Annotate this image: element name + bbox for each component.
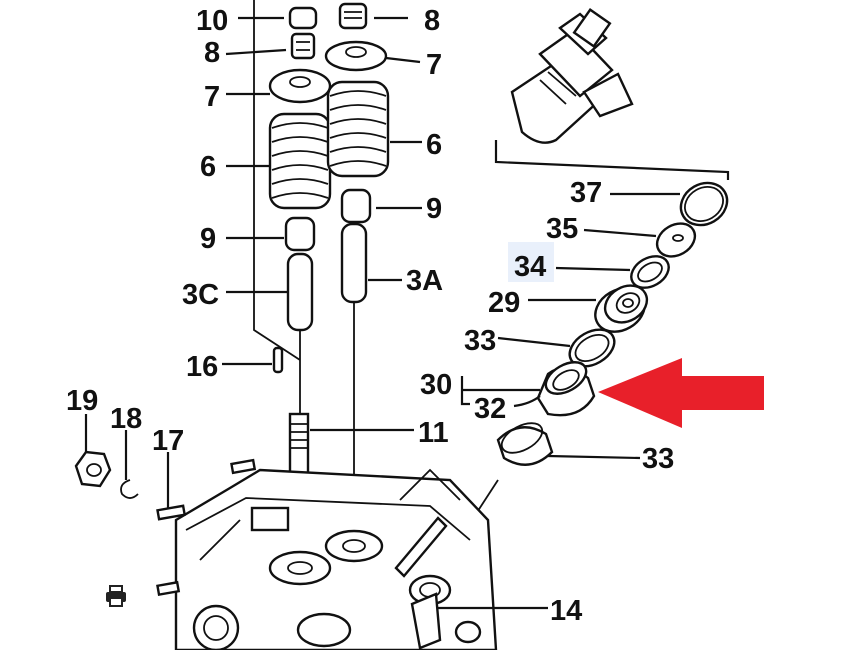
label-8-right: 8	[424, 5, 440, 37]
label-33-upper: 33	[464, 325, 496, 357]
label-3c: 3C	[182, 279, 219, 311]
ring-33-upper	[568, 328, 616, 368]
label-14: 14	[550, 595, 582, 627]
label-17: 17	[152, 425, 184, 457]
injector-bracket	[494, 140, 730, 180]
keeper-8-left	[290, 32, 316, 60]
injector-part	[510, 7, 634, 144]
label-7-right: 7	[426, 49, 442, 81]
leader-lines	[84, 16, 680, 610]
valve-seal-9-right	[340, 188, 372, 224]
valve-spring-6-right	[326, 80, 390, 178]
label-16: 16	[186, 351, 218, 383]
label-33-lower: 33	[642, 443, 674, 475]
ring-33-lower	[496, 422, 554, 466]
label-29: 29	[488, 287, 520, 319]
pin-16	[272, 346, 284, 374]
label-19: 19	[66, 385, 98, 417]
studs-17	[156, 458, 257, 597]
label-34: 34	[514, 251, 546, 283]
label-10: 10	[196, 5, 228, 37]
valve-guide-3c	[286, 252, 314, 332]
label-9-left: 9	[200, 223, 216, 255]
printer-icon[interactable]	[106, 585, 126, 607]
label-11: 11	[418, 417, 449, 449]
label-3a: 3A	[406, 265, 443, 297]
valve-guide-3a	[340, 222, 368, 304]
spring-retainer-7-left	[268, 68, 332, 104]
label-35: 35	[546, 213, 578, 245]
valve-cap-10	[288, 6, 318, 30]
valve-spring-6-left	[268, 112, 332, 210]
label-37: 37	[570, 177, 602, 209]
label-30: 30	[420, 369, 452, 401]
lock-washer-18	[120, 479, 139, 499]
label-18: 18	[110, 403, 142, 435]
cylinder-head	[174, 468, 498, 650]
valve-cap-8-right	[338, 2, 368, 30]
valve-seal-9-left	[284, 216, 316, 252]
bearing-29	[594, 284, 649, 333]
label-7-left: 7	[204, 81, 220, 113]
nut-19	[74, 450, 112, 488]
label-6-left: 6	[200, 151, 216, 183]
label-9-right: 9	[426, 193, 442, 225]
label-6-right: 6	[426, 129, 442, 161]
label-8-left: 8	[204, 37, 220, 69]
highlight-arrow	[598, 358, 764, 428]
label-34-highlight	[508, 242, 554, 282]
cup-32	[536, 361, 596, 417]
spring-retainer-7-right	[324, 40, 388, 72]
label-32: 32	[474, 393, 506, 425]
